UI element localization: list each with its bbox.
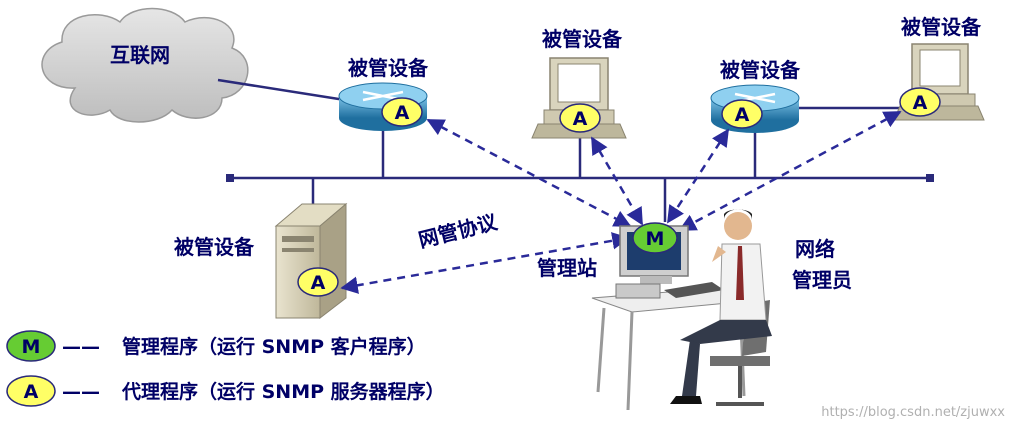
managed-device-router-1: 被管设备 A — [338, 56, 429, 131]
management-station: M — [591, 209, 772, 411]
agent-badge-label: A — [573, 108, 588, 130]
legend-item-manager: M —— 管理程序（运行 SNMP 客户程序） — [6, 330, 426, 362]
legend-agent-dash: —— — [62, 381, 100, 403]
managed-device-workstation-2: 被管设备 A — [893, 15, 985, 121]
internet-cloud: 互联网 — [41, 7, 249, 123]
agent-badge — [297, 267, 339, 297]
legend-agent-badge-label: A — [24, 381, 39, 403]
device-label: 被管设备 — [720, 58, 801, 82]
operator-label-line2: 管理员 — [792, 268, 852, 292]
legend-manager-dash: —— — [62, 336, 100, 358]
arrow-to-router-1 — [426, 118, 632, 228]
protocol-arrows — [340, 110, 902, 294]
device-label: 被管设备 — [901, 15, 982, 39]
agent-badge-label: A — [913, 92, 928, 114]
legend-manager-badge-label: M — [22, 336, 41, 358]
device-label: 被管设备 — [542, 27, 623, 51]
arrow-to-router-2 — [666, 128, 730, 224]
arrow-to-workstation-1 — [590, 136, 644, 226]
legend-item-agent: A —— 代理程序（运行 SNMP 服务器程序） — [6, 375, 445, 407]
watermark: https://blog.csdn.net/zjuwxx — [821, 405, 1005, 420]
internet-link — [217, 78, 346, 102]
protocol-label: 网管协议 — [416, 209, 500, 252]
internet-label: 互联网 — [110, 43, 170, 67]
operator-head — [724, 212, 752, 240]
device-label: 被管设备 — [348, 56, 429, 80]
device-label: 被管设备 — [174, 235, 255, 259]
agent-badge-label: A — [311, 272, 326, 294]
arrow-to-workstation-2 — [678, 110, 902, 232]
manager-label: 管理站 — [537, 256, 597, 280]
legend-manager-badge — [6, 330, 56, 362]
agent-badge-label: A — [395, 102, 410, 124]
managed-device-router-2: 被管设备 A — [710, 58, 801, 133]
legend-agent-badge — [6, 375, 56, 407]
agent-badge-label: A — [735, 104, 750, 126]
managed-device-server: 被管设备 A — [174, 202, 348, 320]
arrow-to-server — [340, 232, 630, 294]
legend: M —— 管理程序（运行 SNMP 客户程序） A —— 代理程序（运行 SNM… — [6, 330, 445, 407]
legend-agent-text: 代理程序（运行 SNMP 服务器程序） — [121, 380, 445, 403]
agent-badge — [899, 87, 941, 117]
managed-device-workstation-1: 被管设备 A — [531, 27, 627, 139]
operator-label-line1: 网络 — [795, 237, 835, 261]
manager-badge — [632, 222, 678, 254]
legend-manager-text: 管理程序（运行 SNMP 客户程序） — [122, 335, 426, 358]
agent-badge — [381, 97, 423, 127]
manager-badge-label: M — [646, 228, 665, 250]
